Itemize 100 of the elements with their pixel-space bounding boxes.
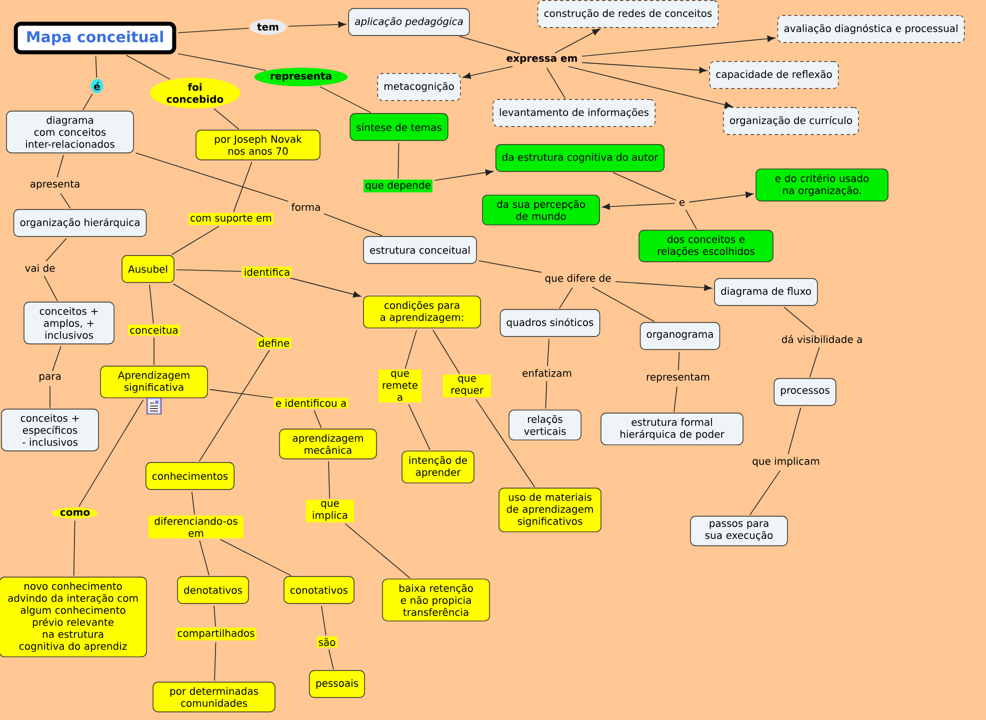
concept-box: Aprendizagem significativa [100, 366, 208, 398]
concept-box: aprendizagem mecânica [279, 428, 377, 460]
connector-line [344, 523, 410, 578]
connector-line [126, 54, 170, 80]
concept-box: Ausubel [122, 255, 174, 283]
connector-line [46, 238, 67, 262]
arrow [434, 169, 494, 181]
linking-phrase: enfatizam [522, 369, 572, 377]
linking-phrase: diferenciando-os em [148, 516, 244, 538]
connector-line [475, 398, 535, 488]
connector-line [135, 152, 289, 202]
concept-box: levantamento de informações [492, 99, 656, 127]
linking-phrase: que remete a [378, 370, 422, 402]
connector-line [178, 53, 266, 71]
linking-phrase: que implica [306, 500, 354, 522]
connector-line [220, 539, 292, 576]
concept-box: conceitos + específicos - inclusivos [1, 408, 99, 452]
arrow [568, 66, 732, 108]
concept-box: conotativos [284, 576, 354, 604]
linking-phrase: que depende [364, 180, 432, 192]
linking-phrase: e identificou a [274, 398, 348, 408]
connector-line [214, 642, 216, 682]
concept-box: estrutura formal hierárquica de poder [600, 412, 744, 446]
connector-line [545, 380, 548, 410]
connector-line [178, 28, 250, 34]
linking-phrase: forma [292, 203, 320, 211]
connector-line [149, 284, 154, 324]
connector-line [172, 283, 264, 338]
arrow [554, 28, 600, 54]
concept-box: novo conhecimento advindo da interação com algum conhecimento prévio relevante na estrutura cognitiva do aprendiz [0, 576, 147, 658]
linking-phrase: que implicam [752, 457, 820, 467]
connector-line [674, 386, 678, 412]
concept-box: organização hierárquica [13, 209, 147, 237]
connector-line [199, 540, 210, 576]
concept-box: síntese de temas [350, 113, 448, 141]
connector-line [788, 407, 802, 454]
concept-box: baixa retenção e não propicia transferência [382, 578, 490, 622]
connector-line [321, 605, 326, 636]
connector-line [209, 389, 274, 398]
connector-line [459, 36, 520, 54]
connector-line [558, 287, 573, 309]
concept-box: capacidade de reflexão [709, 61, 839, 89]
connector-line [408, 404, 430, 450]
concept-box: metacognição [377, 73, 461, 101]
concept-box: da estrutura cognitiva do autor [495, 144, 665, 172]
connector-line [328, 649, 334, 670]
concept-box: e do critério usado na organização. [756, 168, 888, 202]
concept-box: avaliação diagnóstica e processual [777, 15, 965, 43]
connector-line [82, 93, 93, 110]
connector-line [432, 330, 460, 374]
connector-line [398, 142, 400, 179]
linking-phrase: identifica [242, 266, 292, 278]
connector-line [547, 338, 550, 366]
arrow [582, 36, 776, 57]
linking-phrase: com suporte em [188, 212, 274, 226]
concept-box: por determinadas comunidades [152, 682, 276, 712]
connector-line [314, 410, 322, 428]
connector-line [60, 193, 71, 209]
linking-phrase: que difere de [545, 274, 611, 284]
connector-line [546, 67, 566, 99]
concept-box: intenção de aprender [402, 450, 474, 484]
concept-box: uso de materiais de aprendizagem significativos [498, 488, 602, 532]
connector-line [612, 172, 676, 201]
connector-line [685, 209, 697, 230]
linking-phrase: apresenta [30, 180, 80, 190]
concept-box: construção de redes de conceitos [537, 0, 719, 28]
concept-box: diagrama com conceitos inter-relacionados [6, 110, 134, 154]
concept-box: por Joseph Novak nos anos 70 [196, 130, 320, 160]
linking-phrase: compartilhados [176, 628, 256, 640]
concept-box: denotativos [177, 576, 249, 604]
concept-box: organograma [640, 322, 720, 350]
concept-box: passos para sua execução [690, 516, 788, 546]
title-box: Mapa conceitual [14, 22, 176, 54]
linking-phrase: vai de [25, 264, 55, 272]
connector-line [95, 56, 98, 78]
linking-phrase: são [316, 636, 338, 648]
connector-line [809, 346, 820, 378]
linking-phrase: para [40, 374, 60, 382]
connector-line [678, 351, 680, 371]
connector-line [214, 108, 240, 130]
connector-line [320, 86, 372, 114]
connector-line [324, 213, 383, 236]
connector-line [52, 346, 62, 372]
concept-box: relaçõs verticais [508, 410, 582, 440]
concept-box: da sua percepção de mundo [482, 194, 600, 226]
connector-line [198, 350, 270, 462]
arrow [602, 202, 676, 210]
arrow [288, 21, 346, 28]
connector-line [784, 306, 814, 332]
concept-box: conceitos + amplos, + inclusivos [24, 302, 114, 344]
concept-box: estrutura conceitual [363, 236, 477, 264]
arrow [582, 62, 708, 74]
connector-line [171, 226, 220, 256]
concept-box: organização de currículo [723, 107, 859, 135]
connector-line [56, 154, 64, 178]
linking-phrase: que requer [443, 374, 491, 398]
arrow [615, 281, 712, 291]
linking-phrase: expressa em [506, 56, 577, 64]
connector-line [78, 400, 144, 507]
connector-line [592, 286, 655, 322]
